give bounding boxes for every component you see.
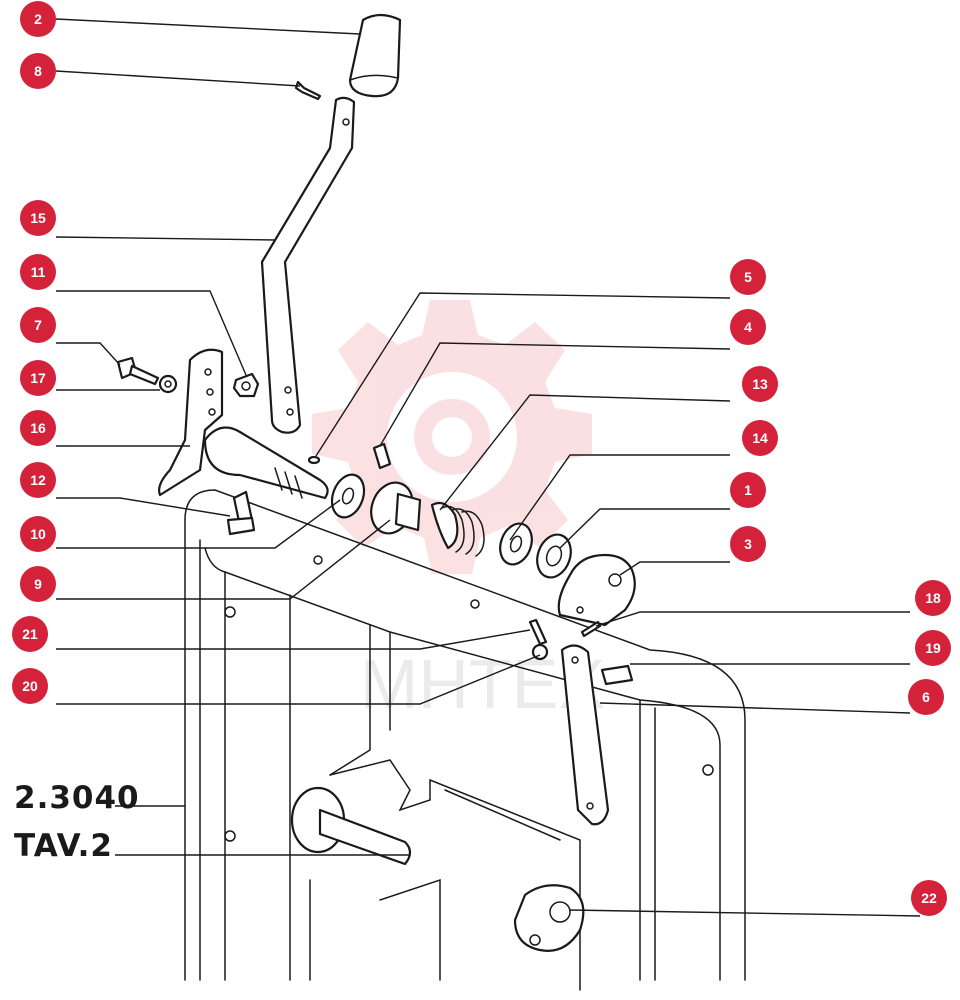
svg-text:15: 15	[30, 210, 46, 226]
lower-shaft-part	[290, 786, 412, 866]
svg-text:5: 5	[744, 269, 752, 285]
cam-plate-part-3	[557, 553, 636, 627]
callout-badge: 7	[20, 307, 56, 343]
svg-text:18: 18	[925, 590, 941, 606]
pin-part-18	[580, 620, 602, 638]
frame-housing	[184, 489, 746, 991]
svg-text:14: 14	[752, 430, 768, 446]
callout-badge: 19	[915, 630, 951, 666]
svg-text:13: 13	[752, 376, 768, 392]
svg-text:17: 17	[30, 370, 46, 386]
leader-lines	[55, 18, 921, 917]
svg-text:6: 6	[922, 689, 930, 705]
callout-badge: 10	[20, 516, 56, 552]
callout-badge: 6	[908, 679, 944, 715]
callout-badge: 17	[20, 360, 56, 396]
svg-text:1: 1	[744, 482, 752, 498]
callout-badge: 8	[20, 53, 56, 89]
callout-badge: 20	[12, 668, 48, 704]
callout-badge: 4	[730, 309, 766, 345]
screw-part-12	[226, 490, 256, 536]
small-screw-part	[294, 80, 322, 101]
pin-part-5	[307, 455, 321, 465]
callout-badge: 15	[20, 200, 56, 236]
callout-badge: 5	[730, 259, 766, 295]
svg-text:20: 20	[22, 678, 38, 694]
callout-badge: 3	[730, 526, 766, 562]
washer-part-14	[499, 522, 533, 566]
nut-part	[232, 372, 260, 398]
drawing-table: TAV.2	[14, 828, 113, 864]
knob-part	[348, 13, 402, 98]
bolt-part-19	[600, 664, 634, 686]
svg-text:9: 9	[34, 576, 42, 592]
shaft-bracket-part	[158, 348, 329, 500]
callout-badge: 16	[20, 410, 56, 446]
callout-badge: 18	[915, 580, 951, 616]
svg-text:19: 19	[925, 640, 941, 656]
washer-part-10	[330, 473, 366, 519]
svg-text:3: 3	[744, 536, 752, 552]
spring-pin-part-21	[528, 618, 548, 646]
svg-text:21: 21	[22, 626, 38, 642]
spring-part-13	[430, 501, 485, 557]
link-arm-part-6	[560, 644, 610, 826]
drawing-code: 2.3040	[14, 780, 140, 816]
callout-badge: 9	[20, 566, 56, 602]
callout-badge: 2	[20, 1, 56, 37]
callout-badge: 13	[742, 366, 778, 402]
svg-text:22: 22	[921, 890, 937, 906]
callout-badge: 1	[730, 472, 766, 508]
flange-part-22	[513, 884, 585, 952]
svg-text:10: 10	[30, 526, 46, 542]
callout-badge: 21	[12, 616, 48, 652]
callout-badge: 11	[20, 254, 56, 290]
bolt-part	[116, 356, 160, 386]
callout-badge: 12	[20, 462, 56, 498]
hub-part-9	[370, 481, 422, 535]
svg-text:4: 4	[744, 319, 752, 335]
svg-text:16: 16	[30, 420, 46, 436]
callout-badge: 22	[911, 880, 947, 916]
svg-text:2: 2	[34, 11, 42, 27]
svg-text:7: 7	[34, 317, 42, 333]
svg-text:12: 12	[30, 472, 46, 488]
callout-badge: 14	[742, 420, 778, 456]
svg-text:8: 8	[34, 63, 42, 79]
lever-part	[260, 96, 356, 434]
washer-part-17	[158, 374, 178, 394]
svg-text:11: 11	[31, 264, 46, 280]
